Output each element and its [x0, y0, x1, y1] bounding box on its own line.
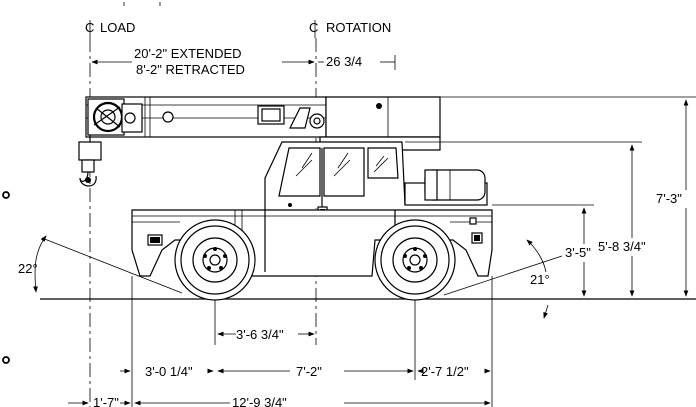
- cl-load-label: LOAD: [100, 20, 135, 35]
- rotation-to-axle-label: 3'-6 3/4": [236, 327, 284, 342]
- bullet-dot-icon: [2, 356, 10, 364]
- cl-rotation-label: ROTATION: [326, 20, 391, 35]
- boom-overhang-label: 1'-7": [93, 395, 119, 407]
- approach-angle-label: 22°: [18, 261, 38, 276]
- centerline-symbol-icon: C: [309, 20, 318, 38]
- overall-length-label: 12'-9 3/4": [232, 395, 287, 407]
- extended-length-label: 20'-2" EXTENDED: [134, 46, 242, 61]
- approach-angle-line: [41, 237, 183, 294]
- centerline-symbol-icon: C: [85, 20, 94, 38]
- crane-body: [78, 96, 493, 301]
- rotation-offset-label: 26 3/4: [326, 54, 362, 69]
- cab-height-label: 5'-8 3/4": [598, 239, 646, 254]
- departure-angle-label: 21°: [530, 272, 550, 287]
- total-height-label: 7'-3": [656, 191, 682, 206]
- deck-height-label: 3'-5": [565, 245, 591, 260]
- svg-text:C: C: [309, 20, 318, 35]
- departure-angle-line: [443, 254, 566, 296]
- retracted-length-label: 8'-2" RETRACTED: [136, 62, 245, 77]
- wheelbase-label: 7'-2": [296, 364, 322, 379]
- front-overhang-label: 3'-0 1/4": [145, 364, 193, 379]
- rear-overhang-label: 2'-7 1/2": [421, 364, 469, 379]
- bullet-dot-icon: [2, 191, 10, 199]
